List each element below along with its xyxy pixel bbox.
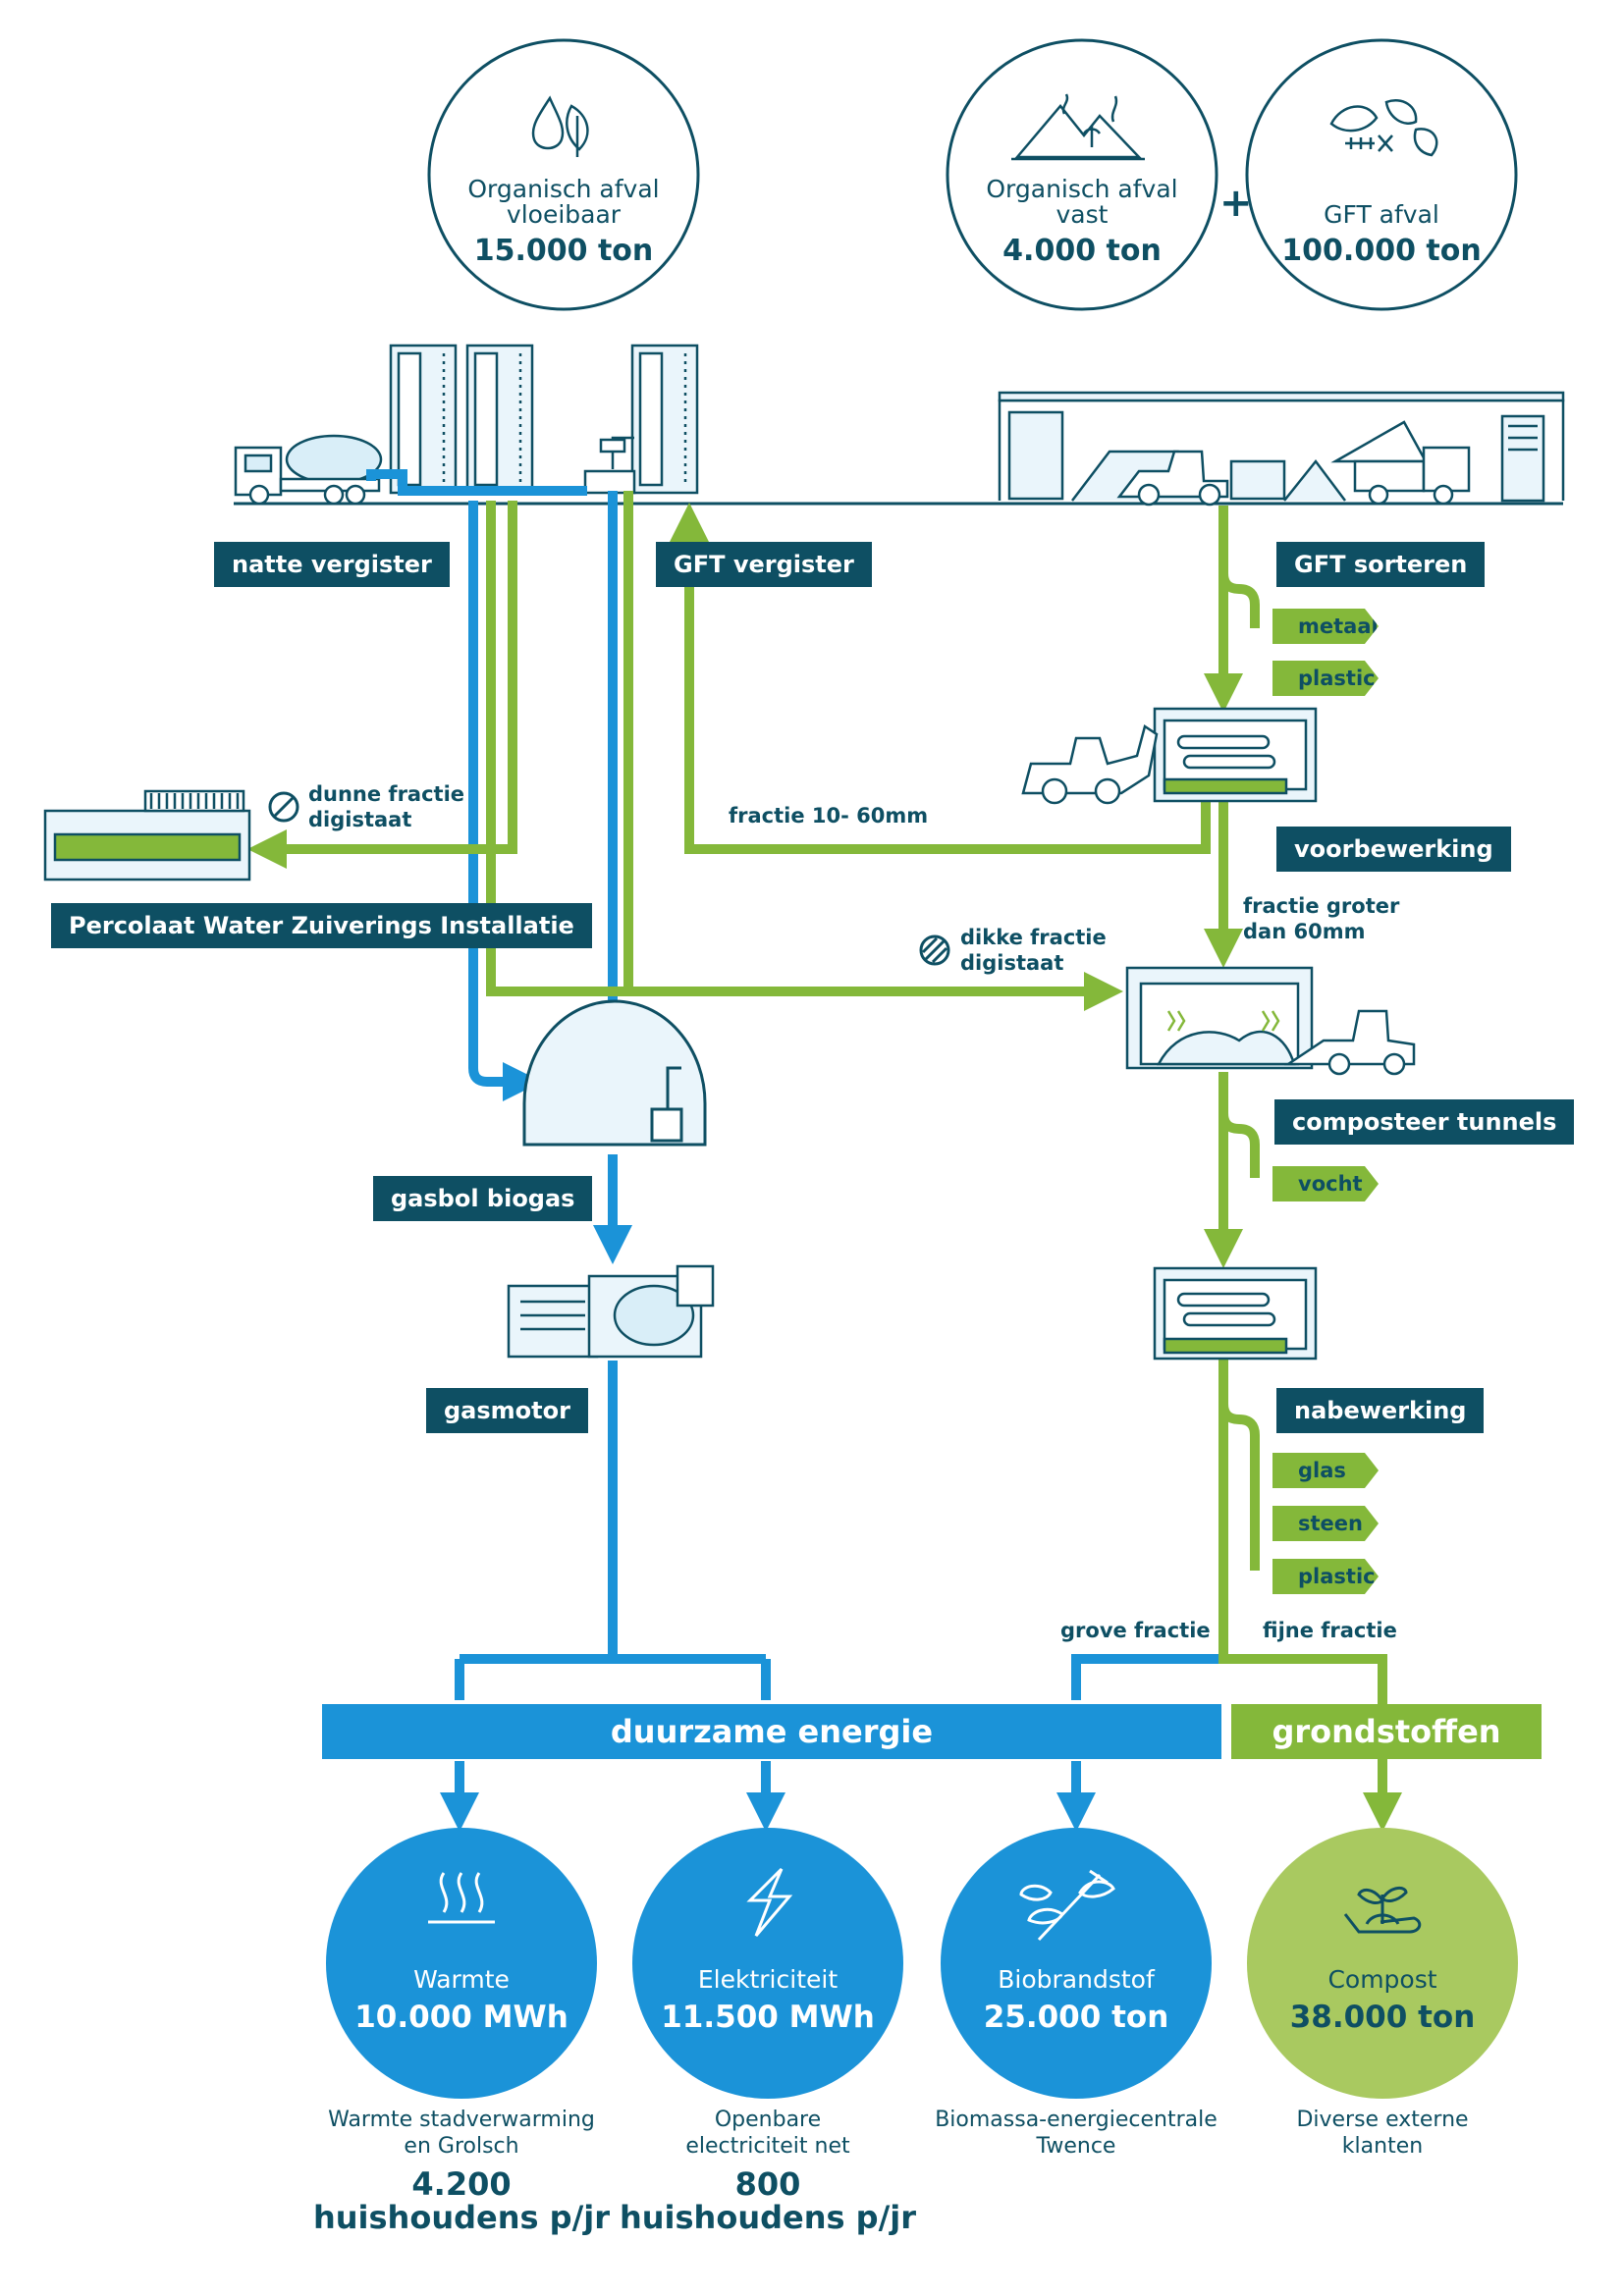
food-waste-icon xyxy=(1329,99,1438,157)
gas-dome-icon xyxy=(522,999,707,1147)
output-title: Biobrandstof xyxy=(998,1965,1155,1994)
biomass-branch-icon xyxy=(1019,1869,1115,1942)
label-gft-vergister: GFT vergister xyxy=(656,542,872,587)
lightning-icon xyxy=(746,1867,793,1937)
plus-sign: + xyxy=(1219,181,1253,226)
output-title: Elektriciteit xyxy=(697,1965,839,1994)
label-pwzi: Percolaat Water Zuiverings Installatie xyxy=(51,903,592,948)
tag-steen: steen xyxy=(1272,1506,1379,1541)
input-title: Organisch afval vast xyxy=(986,175,1178,229)
pwzi-building xyxy=(43,789,251,881)
label-gasbol: gasbol biogas xyxy=(373,1176,593,1221)
tag-glas: glas xyxy=(1272,1453,1379,1488)
input-circle-liquid xyxy=(427,38,700,311)
output-title: Compost xyxy=(1327,1965,1437,1994)
output-description: Biomassa-energiecentrale Twence xyxy=(935,2108,1218,2159)
label-voorbewerking: voorbewerking xyxy=(1276,827,1511,872)
tag-metaal: metaal xyxy=(1272,609,1379,644)
label-nabewerking: nabewerking xyxy=(1276,1388,1485,1433)
input-title: GFT afval xyxy=(1324,200,1439,229)
output-value: 38.000 ton xyxy=(1289,2000,1476,2035)
output-title: Warmte xyxy=(413,1965,510,1994)
output-circle-warmte xyxy=(326,1828,597,2099)
seedling-hand-icon xyxy=(1343,1887,1422,1934)
wet-digester-plant xyxy=(234,344,699,506)
tag-plastic: plastic xyxy=(1272,661,1379,696)
flow-label-dunne-fractie: dunne fractie digistaat xyxy=(308,782,465,831)
output-value: 25.000 ton xyxy=(983,2000,1169,2035)
gas-engine-icon xyxy=(507,1264,715,1359)
flow-label-grove-fractie: grove fractie xyxy=(1060,1619,1211,1642)
solid-waste-pile-icon xyxy=(1011,93,1145,161)
output-circle-compost xyxy=(1247,1828,1518,2099)
input-liquid-text: Organisch afval vloeibaar 15.000 ton xyxy=(446,175,681,269)
tag-vocht: vocht xyxy=(1272,1166,1379,1201)
hatched-circle-icon xyxy=(919,934,950,966)
compost-tunnel-building xyxy=(1125,966,1416,1076)
output-description: Warmte stadverwarming en Grolsch xyxy=(328,2108,595,2159)
liquid-drop-leaf-icon xyxy=(531,95,589,157)
input-value: 100.000 ton xyxy=(1281,234,1482,268)
input-value: 4.000 ton xyxy=(1002,234,1162,268)
bar-grondstoffen: grondstoffen xyxy=(1231,1704,1542,1759)
output-households: 800 huishoudens p/jr xyxy=(619,2165,917,2236)
wheel-loader-icon xyxy=(1116,450,1229,507)
hatched-circle-icon xyxy=(268,791,299,823)
label-natte-vergister: natte vergister xyxy=(214,542,450,587)
dump-truck-icon xyxy=(1330,420,1471,506)
wheel-loader-icon xyxy=(1283,1009,1416,1076)
output-description: Openbare electriciteit net xyxy=(685,2108,850,2159)
bar-duurzame-energie: duurzame energie xyxy=(322,1704,1221,1759)
flow-label-fractie-groter: fractie groter dan 60mm xyxy=(1243,894,1400,943)
tag-plastic: plastic xyxy=(1272,1559,1379,1594)
flow-label-dikke-fractie: dikke fractie digistaat xyxy=(960,926,1107,975)
input-gft-text: GFT afval 100.000 ton xyxy=(1264,200,1499,269)
input-title: Organisch afval vloeibaar xyxy=(467,175,660,229)
heat-waves-icon xyxy=(428,1872,495,1924)
output-warmte-text: Warmte 10.000 MWh xyxy=(344,1965,579,2035)
output-compost-text: Compost 38.000 ton xyxy=(1265,1965,1500,2035)
label-gft-sorteren: GFT sorteren xyxy=(1276,542,1486,587)
output-circle-elektriciteit xyxy=(632,1828,903,2099)
output-value: 11.500 MWh xyxy=(661,2000,875,2035)
label-gasmotor: gasmotor xyxy=(426,1388,588,1433)
flow-lines-green xyxy=(247,491,1402,1832)
input-value: 15.000 ton xyxy=(473,234,654,268)
output-elektriciteit-text: Elektriciteit 11.500 MWh xyxy=(650,1965,886,2035)
pretreatment-building xyxy=(1021,707,1318,805)
input-solid-text: Organisch afval vast 4.000 ton xyxy=(964,175,1200,269)
output-description: Diverse externe klanten xyxy=(1296,2108,1469,2159)
flow-label-fractie-10-60: fractie 10- 60mm xyxy=(729,804,929,828)
wheel-loader-icon xyxy=(1021,723,1159,805)
gft-sorting-hall xyxy=(998,391,1565,507)
flow-lines-blue xyxy=(366,469,1223,1812)
label-composteer-tunnels: composteer tunnels xyxy=(1274,1099,1575,1145)
output-value: 10.000 MWh xyxy=(354,2000,568,2035)
flow-label-fijne-fractie: fijne fractie xyxy=(1263,1619,1397,1642)
output-households: 4.200 huishoudens p/jr xyxy=(312,2165,611,2236)
input-circle-gft xyxy=(1245,38,1518,311)
post-treatment-building xyxy=(1153,1266,1318,1361)
tanker-truck-icon xyxy=(234,434,383,506)
output-biobrandstof-text: Biobrandstof 25.000 ton xyxy=(958,1965,1194,2035)
output-circle-biobrandstof xyxy=(941,1828,1212,2099)
input-circle-solid xyxy=(946,38,1218,311)
